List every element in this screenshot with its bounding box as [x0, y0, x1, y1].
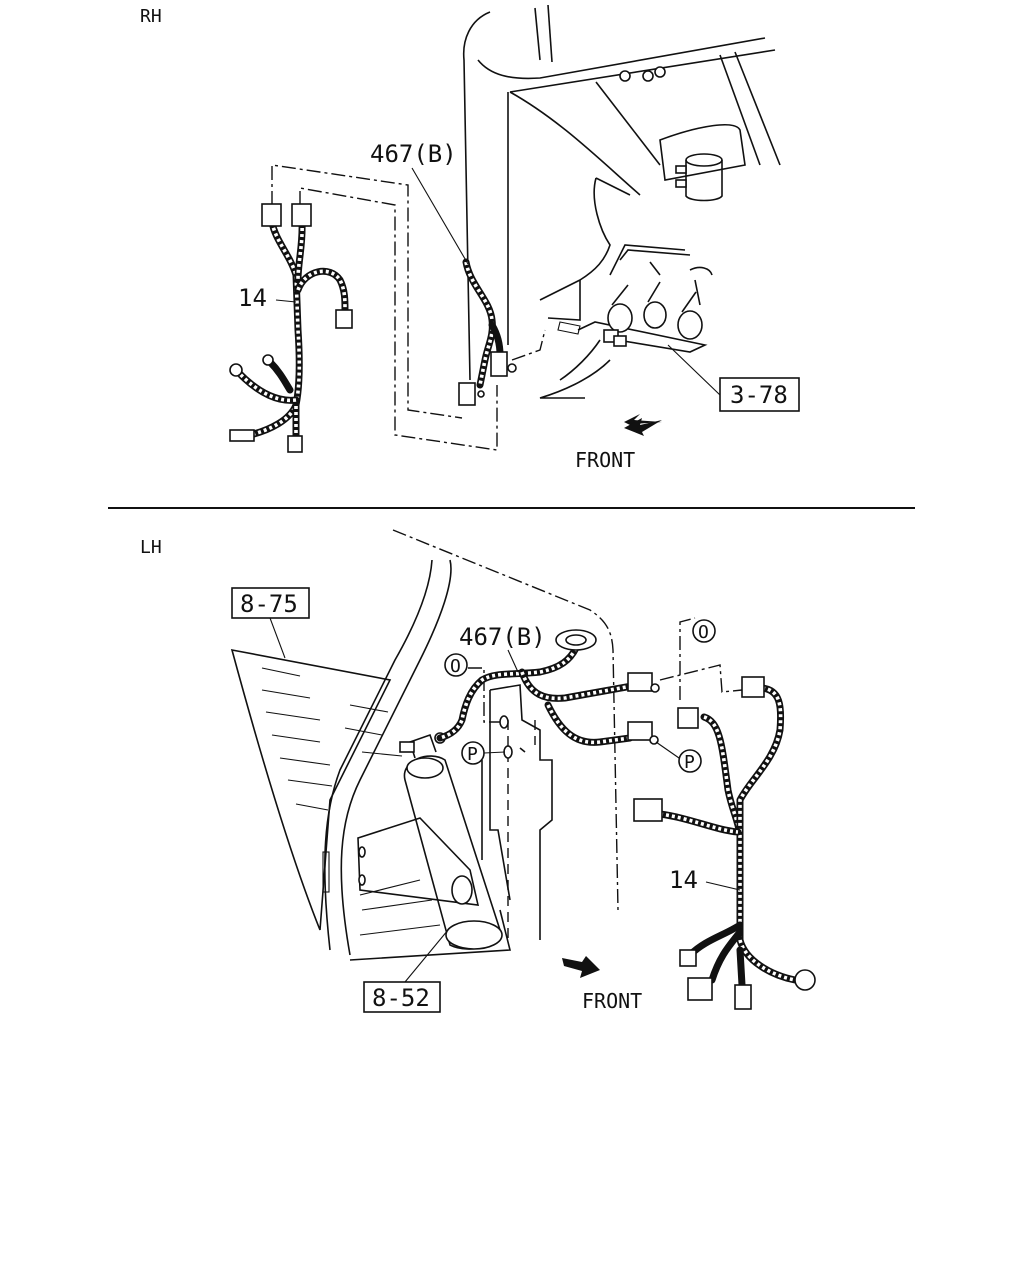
- lh-ref-box-bottom-label: 8-52: [372, 984, 430, 1012]
- rh-ref-box: [719, 377, 800, 412]
- lh-leader-ref-top: [269, 617, 286, 659]
- lh-circle-o-left-label: O: [450, 656, 461, 677]
- rh-ref-box-label: 3-78: [730, 381, 788, 409]
- lh-harness-14: [633, 676, 816, 1010]
- lh-leader-467b: [507, 649, 519, 673]
- rh-vehicle-structure: [462, 4, 781, 399]
- rh-section: RH: [140, 4, 800, 472]
- connector: [734, 984, 752, 1010]
- ring-terminal: [262, 354, 274, 366]
- rh-routing-line-inner: [299, 187, 498, 451]
- rh-routing-line-outer: [271, 164, 463, 419]
- lh-routing-line-o: [468, 667, 500, 723]
- lh-circle-p-left-label: P: [467, 744, 478, 765]
- lh-front-label: FRONT: [582, 989, 642, 1013]
- lh-circle-o-left: [444, 653, 468, 677]
- connector: [687, 977, 713, 1001]
- lh-leader-14: [705, 881, 741, 891]
- rh-leader-14: [275, 299, 297, 303]
- connector: [287, 435, 303, 453]
- connector: [679, 949, 697, 967]
- rh-front-arrow-head: [624, 418, 662, 436]
- connector: [458, 382, 476, 406]
- connector: [490, 351, 508, 377]
- lh-harness-467b: [436, 629, 660, 746]
- rh-harness-467b: [458, 258, 517, 406]
- connector: [229, 429, 255, 442]
- lh-front-arrow-icon: [562, 956, 600, 978]
- lh-circle-o-right: [692, 619, 716, 643]
- lh-routing-line-right: [659, 664, 743, 693]
- lh-circle-p-right-label: P: [684, 752, 695, 773]
- connector: [335, 309, 353, 329]
- rh-leader-467b: [411, 167, 469, 265]
- lh-circle-o-right-label: O: [698, 622, 709, 643]
- connector: [627, 721, 653, 741]
- connector: [291, 203, 312, 227]
- rh-callout-467b: 467(B): [370, 140, 457, 168]
- ring-terminal: [229, 363, 243, 377]
- bulb-socket: [794, 969, 816, 991]
- connector: [627, 672, 653, 692]
- lh-section: LH: [140, 529, 816, 1013]
- lh-vehicle-structure: [230, 529, 619, 961]
- lh-circle-p-right: [678, 749, 702, 773]
- lh-section-label: LH: [140, 537, 162, 558]
- connector: [741, 676, 765, 698]
- rh-routing-line-link: [511, 329, 546, 361]
- rh-front-label: FRONT: [575, 448, 635, 472]
- rh-section-label: RH: [140, 6, 162, 27]
- rh-harness-14: [229, 203, 353, 453]
- rh-leader-ref: [667, 344, 721, 396]
- lh-ref-box-top-label: 8-75: [240, 590, 298, 618]
- connector: [633, 798, 663, 822]
- lh-ref-box-bottom: [363, 981, 441, 1013]
- connector: [677, 707, 699, 729]
- lh-leader-ref-bottom: [404, 929, 449, 983]
- lh-callout-467b: 467(B): [459, 623, 546, 651]
- rh-callout-14: 14: [238, 284, 267, 312]
- lh-callout-14: 14: [669, 866, 698, 894]
- lh-routing-line-top: [679, 617, 696, 700]
- connector: [261, 203, 282, 227]
